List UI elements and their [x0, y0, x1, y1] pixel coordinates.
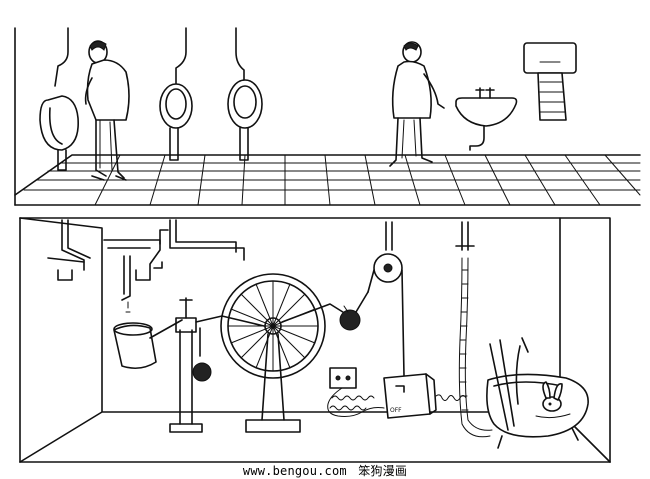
man-leaving: [389, 41, 445, 167]
drain-pipes: [47, 219, 245, 301]
bathtub: [486, 337, 589, 449]
hanging-weight: [339, 291, 369, 331]
wall-socket: [329, 367, 357, 389]
sink: [455, 87, 518, 151]
urinal-2: [159, 27, 193, 161]
rabbit: [542, 381, 563, 412]
urinal-3: [227, 27, 263, 161]
man-at-urinal: [84, 40, 130, 181]
upper-panel-restroom: [14, 27, 641, 206]
lever-stand: [169, 297, 223, 433]
site-caption: www.bengou.com 笨狗漫画: [0, 462, 650, 479]
urinal-1: [39, 27, 79, 171]
caption-url[interactable]: www.bengou.com: [242, 464, 347, 478]
bucket: [113, 319, 183, 370]
coiled-cable: [327, 387, 467, 417]
caption-site-name: 笨狗漫画: [358, 464, 408, 478]
towel-dispenser: [523, 42, 577, 121]
big-wheel: [220, 273, 347, 433]
hose: [455, 221, 493, 438]
pulley: [367, 221, 405, 377]
switch-off-label: OFF: [390, 407, 402, 414]
lower-panel-machine: OFF: [19, 217, 611, 463]
drip: [125, 301, 131, 313]
switch-box: OFF: [383, 373, 437, 419]
